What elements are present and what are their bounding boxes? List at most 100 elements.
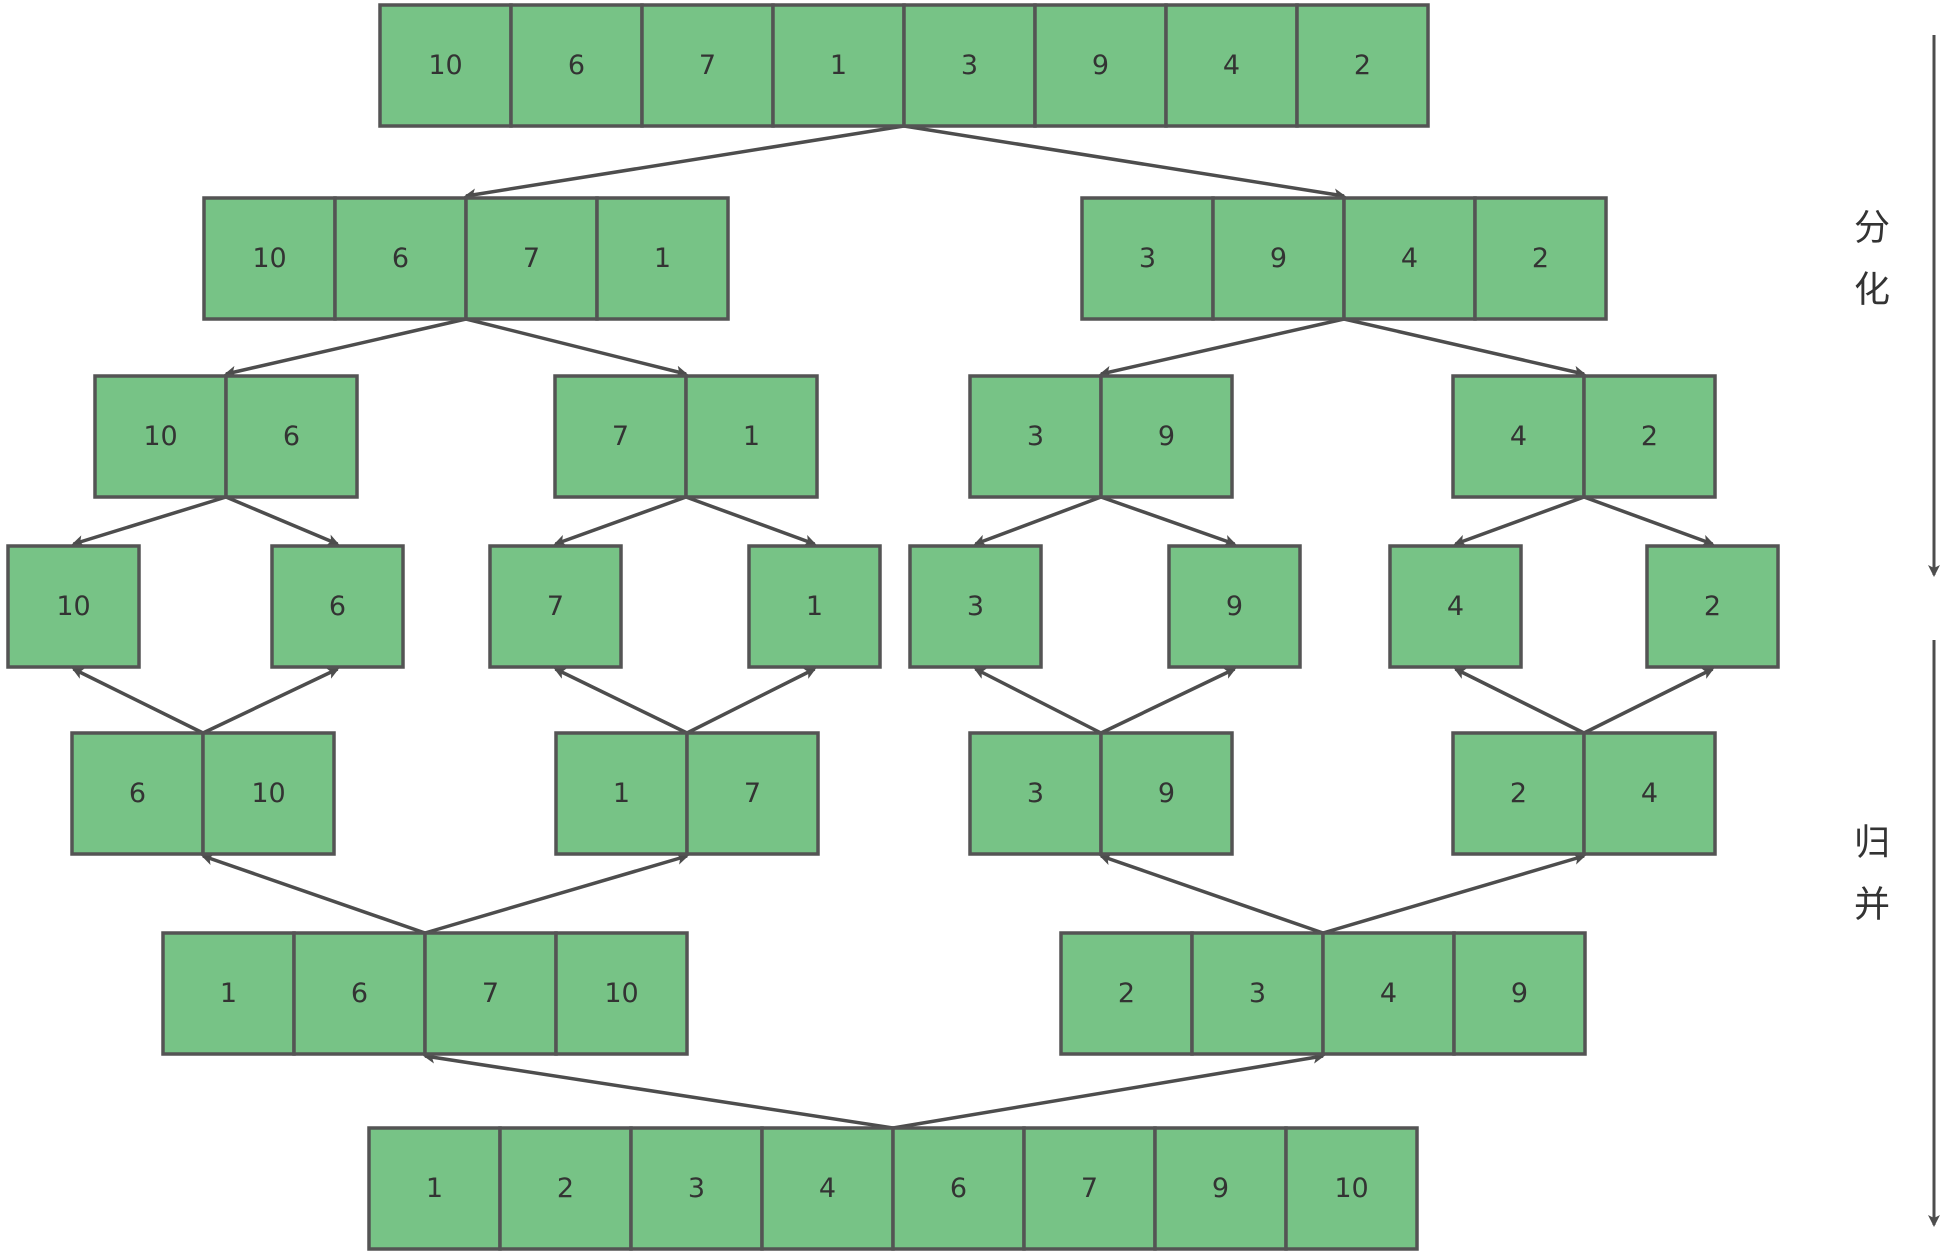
cell-value: 2 [1118, 978, 1135, 1009]
array-split-3-4: 3 [908, 544, 1043, 669]
cell-value: 4 [1380, 978, 1397, 1009]
cell-value: 10 [604, 978, 638, 1009]
cell-value: 10 [1334, 1173, 1368, 1204]
array-cell [1321, 931, 1456, 1056]
array-split-3-7: 2 [1645, 544, 1780, 669]
cell-value: 4 [1401, 243, 1418, 274]
cell-value: 9 [1511, 978, 1528, 1009]
split-arrow [553, 495, 687, 547]
array-cell [1190, 931, 1325, 1056]
cell-value: 6 [351, 978, 368, 1009]
cell-value: 10 [428, 50, 462, 81]
array-cell [509, 3, 644, 128]
cell-value: 7 [699, 50, 716, 81]
split-arrow [224, 317, 467, 378]
array-cell [1099, 731, 1234, 856]
array-cell [1153, 1126, 1288, 1251]
arrows-layer [71, 124, 1715, 1130]
merge-arrow [202, 667, 340, 735]
merge-arrow [1322, 853, 1586, 935]
cell-value: 1 [654, 243, 671, 274]
split-arrow [1343, 317, 1586, 378]
split-arrow [464, 124, 905, 201]
cell-value: 2 [1641, 421, 1658, 452]
phase-indicator: 分 化 归 并 [1854, 35, 1940, 1227]
array-cell [760, 1126, 895, 1251]
cell-value: 1 [806, 591, 823, 622]
merge-arrow [553, 667, 688, 735]
cell-value: 9 [1212, 1173, 1229, 1204]
array-cell [1022, 1126, 1157, 1251]
cell-value: 1 [426, 1173, 443, 1204]
array-cell [908, 544, 1043, 669]
split-arrow [1453, 495, 1585, 547]
cell-value: 3 [1139, 243, 1156, 274]
array-cell [629, 1126, 764, 1251]
cell-value: 1 [613, 778, 630, 809]
split-arrow [465, 317, 688, 378]
array-cell [685, 731, 820, 856]
array-split-3-1: 6 [270, 544, 405, 669]
cell-value: 3 [1027, 421, 1044, 452]
merge-arrow [1453, 667, 1585, 735]
divide-label-char-2: 化 [1854, 270, 1890, 311]
array-split-3-0: 10 [6, 544, 141, 669]
array-cell [1473, 196, 1608, 321]
array-cell [1582, 374, 1717, 499]
cell-value: 6 [950, 1173, 967, 1204]
array-cell [747, 544, 882, 669]
array-cell [6, 544, 141, 669]
array-cell [93, 374, 228, 499]
array-cell [1033, 3, 1168, 128]
array-split-3-2: 7 [488, 544, 623, 669]
cell-value: 6 [329, 591, 346, 622]
array-cell [1284, 1126, 1419, 1251]
array-cell [292, 931, 427, 1056]
array-split-3-3: 1 [747, 544, 882, 669]
merge-arrow [1583, 667, 1715, 735]
cell-value: 7 [482, 978, 499, 1009]
cell-value: 2 [1510, 778, 1527, 809]
cell-value: 1 [830, 50, 847, 81]
cell-value: 7 [1081, 1173, 1098, 1204]
cell-value: 10 [251, 778, 285, 809]
array-cell [333, 196, 468, 321]
merge-arrow [423, 1051, 894, 1130]
cell-value: 7 [523, 243, 540, 274]
array-cell [488, 544, 623, 669]
cell-value: 6 [129, 778, 146, 809]
cell-value: 4 [1447, 591, 1464, 622]
array-merge-1-0: 6 10 [70, 731, 336, 856]
cell-value: 3 [961, 50, 978, 81]
cell-value: 2 [1532, 243, 1549, 274]
cell-value: 3 [1027, 778, 1044, 809]
array-cell [1099, 374, 1234, 499]
array-cell [1452, 931, 1587, 1056]
array-cell [1342, 196, 1477, 321]
merge-arrow [892, 1051, 1325, 1130]
cell-value: 2 [557, 1173, 574, 1204]
array-cell [595, 196, 730, 321]
cell-value: 3 [688, 1173, 705, 1204]
array-cell [1167, 544, 1302, 669]
array-cell [684, 374, 819, 499]
array-cell [224, 374, 359, 499]
array-cell [1211, 196, 1346, 321]
cell-value: 9 [1158, 778, 1175, 809]
array-cell [378, 3, 513, 128]
split-arrow [973, 495, 1102, 547]
cell-value: 6 [283, 421, 300, 452]
array-split-3-5: 9 [1167, 544, 1302, 669]
merge-arrow [1100, 667, 1237, 735]
merge-arrow [973, 667, 1102, 735]
